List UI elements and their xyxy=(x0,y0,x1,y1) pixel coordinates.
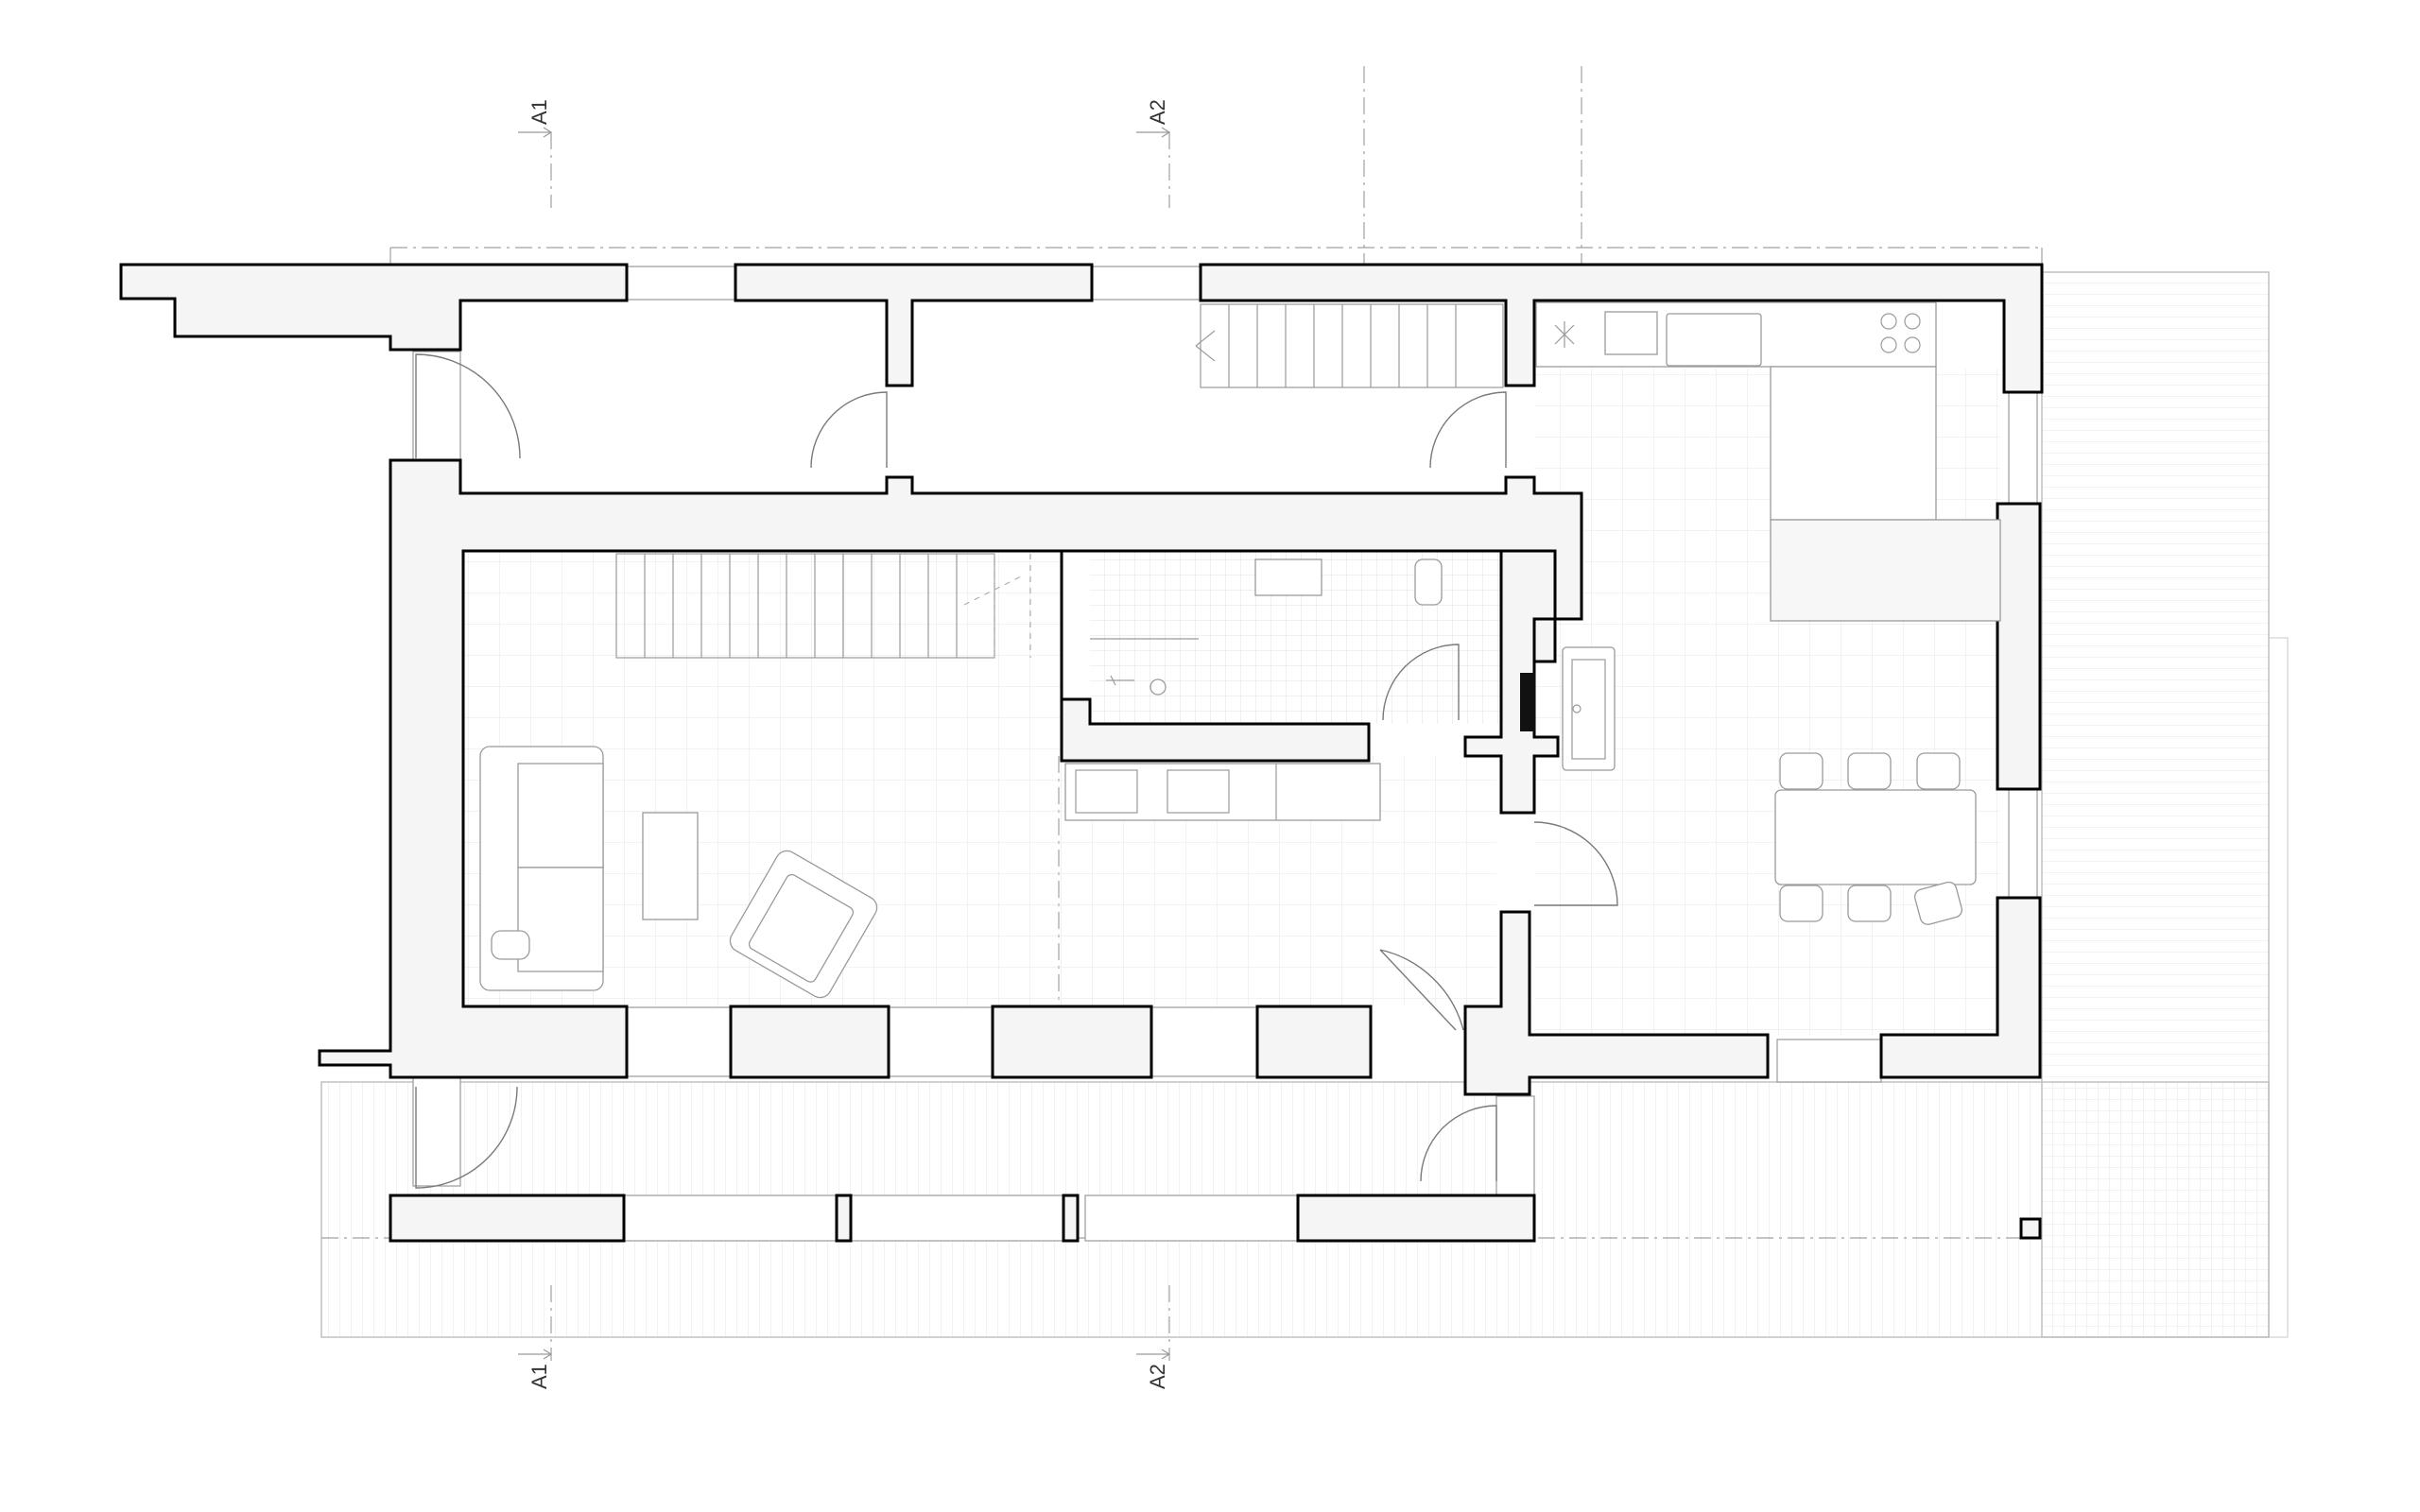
shower-drain-icon xyxy=(1150,679,1167,696)
section-label-a1-top: A1 xyxy=(527,99,551,125)
hob-icon xyxy=(1880,313,1897,330)
chimney-icon xyxy=(1520,673,1535,731)
windows xyxy=(412,266,2038,1242)
dining-table xyxy=(1774,789,1977,885)
armchair xyxy=(729,850,878,999)
section-label-a2-bottom: A2 xyxy=(1146,1364,1169,1389)
washbasin-icon xyxy=(1254,558,1322,596)
toilet-icon xyxy=(1414,558,1443,606)
section-label-a1-bottom: A1 xyxy=(527,1364,551,1389)
kitchen-sink-icon xyxy=(1666,313,1762,367)
wardrobe xyxy=(1064,763,1381,821)
walls xyxy=(119,263,2044,1243)
drainboard-icon xyxy=(1604,311,1658,355)
stairs-living xyxy=(615,553,1031,659)
dining-chairs xyxy=(1779,752,1962,925)
kitchen-counter xyxy=(1535,301,2001,622)
doors xyxy=(415,353,1618,1189)
sofa xyxy=(479,746,604,991)
bathroom-fixtures xyxy=(1090,558,1535,731)
stairs-hall xyxy=(1195,303,1504,388)
coffee-table xyxy=(642,812,699,920)
stove xyxy=(1562,646,1616,771)
section-label-a2-top: A2 xyxy=(1146,99,1169,125)
terrace-outline xyxy=(320,247,2289,1338)
section-arrow-icon xyxy=(518,127,1171,1360)
